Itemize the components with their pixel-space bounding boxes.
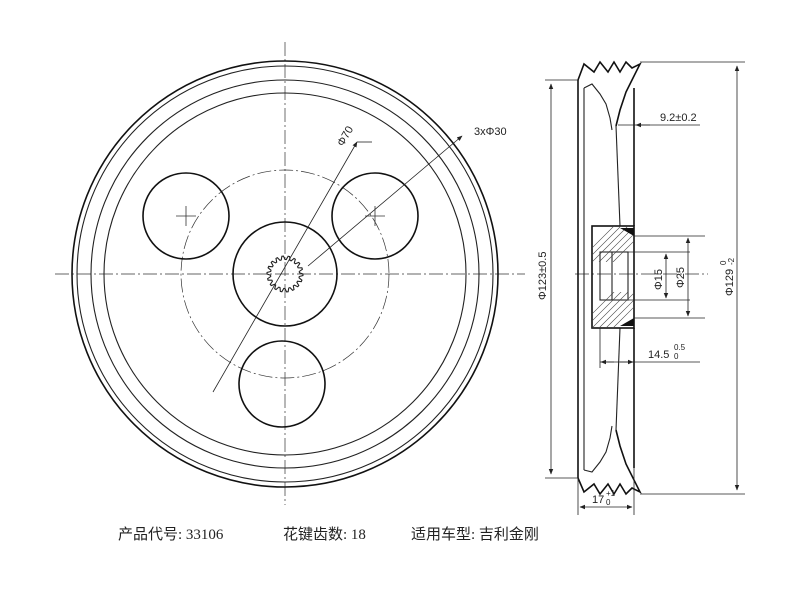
outer-dia-label-group: Φ129 0 -2: [719, 257, 736, 296]
hole-dia-label: 3xΦ30: [474, 126, 507, 138]
outer-rim-circle: [71, 60, 499, 488]
hub-hatch-bottom: [592, 292, 634, 328]
lightening-hole-left: [142, 172, 230, 260]
grooves-top: [577, 60, 642, 127]
hole-pattern-dia-label: Φ70: [335, 124, 356, 148]
width-label: 17: [592, 494, 604, 506]
width-tol-lower: 0: [606, 498, 611, 507]
hole-pattern-circle: [180, 169, 390, 379]
web-top-left: [615, 125, 621, 227]
grooves-bottom: [577, 429, 642, 496]
rim-inner-circle: [103, 92, 467, 456]
rim-circle-3: [90, 79, 480, 469]
hub-depth-tol-upper: 0.5: [674, 343, 686, 352]
hub-dia-label: Φ25: [675, 267, 687, 288]
hub-depth-label: 14.5: [648, 349, 669, 361]
width-tol-upper: +1: [606, 489, 616, 498]
pattern-dia-leader: [212, 141, 358, 393]
groove-offset-label: 9.2±0.2: [660, 112, 697, 124]
hub-bottom-fillet: [620, 318, 634, 326]
grooves-top-inner: [583, 83, 613, 131]
side-section-view: 9.2±0.2 Φ123±0.5 Φ15 Φ25 Φ129 0 -2 14.5 …: [537, 60, 745, 515]
spline-teeth-text: 花键齿数: 18: [283, 527, 366, 543]
grooves-bottom-inner: [583, 425, 613, 473]
hub-top-fillet: [620, 228, 634, 236]
hub-bore: [599, 251, 629, 301]
hub-circle: [232, 221, 338, 327]
outer-dia-tol-upper: 0: [719, 260, 728, 265]
lightening-hole-bottom: [238, 340, 326, 428]
hub-depth-tol-lower: 0: [674, 352, 679, 361]
front-view: Φ70 3xΦ30: [55, 42, 525, 505]
web-bottom-left: [615, 327, 621, 431]
rim-circle-2: [76, 65, 494, 483]
vehicle-text: 适用车型: 吉利金刚: [411, 527, 539, 543]
spline-bore: [266, 255, 304, 293]
hole-dia-leader: [307, 135, 463, 267]
outer-dia-label: Φ129: [724, 269, 736, 296]
rim-dia-label: Φ123±0.5: [537, 252, 549, 300]
product-code-text: 产品代号: 33106: [118, 527, 224, 543]
bore-dia-label: Φ15: [653, 269, 665, 290]
outer-dia-tol-lower: -2: [727, 257, 736, 265]
lightening-hole-right: [331, 172, 419, 260]
hub-hatch-top: [592, 226, 634, 262]
